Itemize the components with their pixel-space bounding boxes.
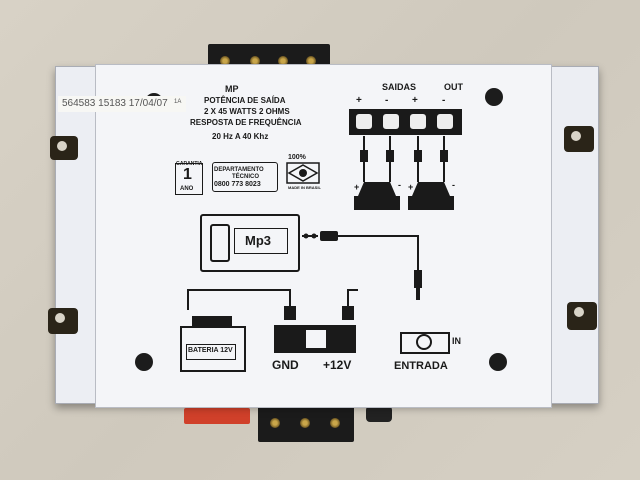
battery-drawing [180, 326, 246, 372]
input-switch-circle [416, 334, 432, 350]
output-screw [383, 114, 399, 129]
mp3-label-box [234, 228, 288, 254]
brasil-flag-icon [286, 162, 320, 184]
wiring-diagram [187, 231, 422, 320]
in-label: IN [452, 336, 461, 346]
output-minus-1: - [385, 95, 389, 106]
output-screw [356, 114, 372, 129]
battery-label-box [186, 344, 236, 360]
terminal-screw [270, 418, 280, 428]
output-minus-2: - [442, 95, 446, 106]
model-name: MP [225, 84, 239, 94]
terminal-screw [250, 56, 260, 66]
plus-12v-label: +12V [323, 358, 352, 372]
speaker-minus-1: - [398, 180, 401, 190]
technical-department-box [212, 162, 278, 192]
warranty-number: 1 [183, 166, 192, 183]
entrada-label: ENTRADA [394, 360, 448, 372]
spec-line-2: 2 X 45 WATTS 2 OHMS [204, 107, 290, 116]
made-in-text: MADE IN BRASIL [288, 185, 321, 190]
outputs-label: SAIDAS [382, 82, 417, 92]
terminal-screw [300, 418, 310, 428]
fuse [184, 408, 250, 424]
mp3-screen [210, 224, 230, 262]
rear-knob [366, 406, 392, 422]
spec-line-3: RESPOSTA DE FREQUÊNCIA [190, 118, 302, 127]
mounting-tab [567, 302, 597, 330]
terminal-screw [278, 56, 288, 66]
mounting-tab [50, 136, 78, 160]
output-plus-2: + [412, 95, 418, 106]
department-line-2: TÉCNICO [232, 174, 259, 180]
mounting-tab [48, 308, 78, 334]
speaker-plus-2: + [408, 182, 414, 192]
serial-number: 564583 15183 17/04/07 [62, 98, 168, 109]
input-switch-drawing [400, 332, 450, 354]
output-screw [437, 114, 453, 129]
mounting-hole [485, 88, 503, 106]
speaker-minus-2: - [452, 180, 455, 190]
speaker-plus-1: + [354, 182, 360, 192]
spec-line-4: 20 Hz A 40 Khz [212, 132, 269, 141]
battery-top [192, 316, 232, 326]
warranty-unit: ANO [180, 186, 194, 192]
output-screw [410, 114, 426, 129]
department-line-1: DEPARTAMENTO [214, 167, 264, 173]
output-plus-1: + [356, 95, 362, 106]
warranty-badge [175, 163, 203, 195]
battery-label: BATERIA 12V [188, 347, 233, 354]
outputs-label-en: OUT [444, 82, 463, 92]
mounting-hole [135, 353, 153, 371]
made-percent: 100% [288, 154, 306, 161]
gnd-label: GND [272, 358, 299, 372]
power-terminal-window [306, 330, 326, 348]
speaker-wiring-diagram [354, 136, 454, 210]
department-phone: 0800 773 8023 [214, 181, 261, 188]
mp3-player-drawing [200, 214, 300, 272]
terminal-screw [306, 56, 316, 66]
spec-line-1: POTÊNCIA DE SAÍDA [204, 96, 286, 105]
terminal-screw [220, 56, 230, 66]
mounting-hole [489, 353, 507, 371]
bottom-terminal-block [258, 404, 354, 442]
serial-sticker [58, 96, 186, 112]
warranty-label: GARANTIA [176, 161, 203, 167]
serial-code: 1A [174, 99, 182, 105]
mounting-tab [564, 126, 594, 152]
mp3-label: Mp3 [245, 233, 271, 248]
terminal-screw [330, 418, 340, 428]
